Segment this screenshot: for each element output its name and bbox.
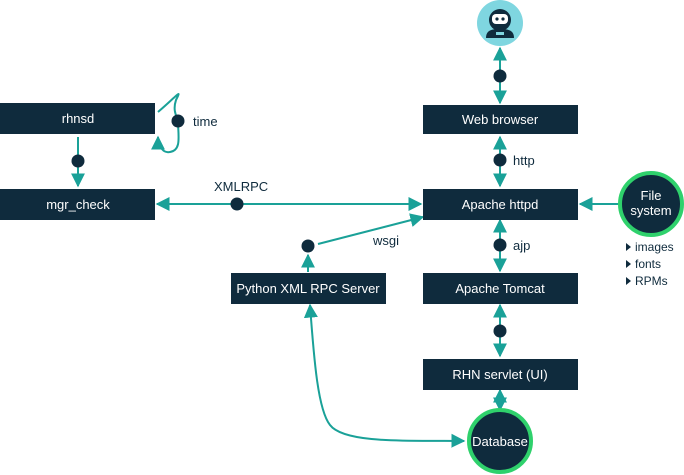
file-system-node: File system [618, 171, 684, 237]
dot-http [493, 153, 507, 167]
xmlrpc-label: XMLRPC [214, 179, 268, 194]
python-xmlrpc-label: Python XML RPC Server [236, 281, 380, 296]
web-browser-node: Web browser [423, 105, 578, 134]
rhnsd-label: rhnsd [62, 111, 95, 126]
file-system-item: RPMs [635, 274, 668, 288]
dot-wsgi [301, 239, 315, 253]
rhn-servlet-node: RHN servlet (UI) [423, 359, 578, 390]
mgr-check-label: mgr_check [46, 197, 110, 212]
apache-tomcat-node: Apache Tomcat [423, 273, 578, 304]
triangle-bullet-icon [626, 243, 631, 251]
python-xmlrpc-node: Python XML RPC Server [231, 273, 386, 304]
web-browser-label: Web browser [462, 112, 539, 127]
dot-tomcat-servlet [493, 324, 507, 338]
database-node: Database [467, 408, 533, 474]
mgr-check-node: mgr_check [0, 189, 155, 220]
dot-user-browser [493, 69, 507, 83]
ajp-label: ajp [513, 238, 530, 253]
astronaut-user-icon [477, 0, 523, 46]
database-label: Database [472, 434, 528, 449]
wsgi-diagonal-connector [317, 213, 425, 245]
file-system-item: images [635, 240, 674, 254]
file-system-label-line1: File [641, 188, 662, 203]
dot-rhnsd-mgrcheck [71, 154, 85, 168]
junction-dots [71, 69, 507, 338]
apache-tomcat-label: Apache Tomcat [455, 281, 545, 296]
file-system-label-line2: system [630, 203, 671, 218]
file-system-contents: images fonts RPMs [626, 240, 674, 288]
wsgi-label: wsgi [372, 233, 399, 248]
dot-time [171, 114, 185, 128]
http-label: http [513, 153, 535, 168]
apache-httpd-node: Apache httpd [423, 189, 578, 220]
dot-ajp [493, 238, 507, 252]
dot-xmlrpc [230, 197, 244, 211]
apache-httpd-label: Apache httpd [462, 197, 539, 212]
file-system-item: fonts [635, 257, 661, 271]
time-label: time [193, 114, 218, 129]
triangle-bullet-icon [626, 260, 631, 268]
rhn-servlet-label: RHN servlet (UI) [452, 367, 547, 382]
rhnsd-node: rhnsd [0, 103, 155, 134]
triangle-bullet-icon [626, 277, 631, 285]
python-database-connector [303, 303, 466, 448]
